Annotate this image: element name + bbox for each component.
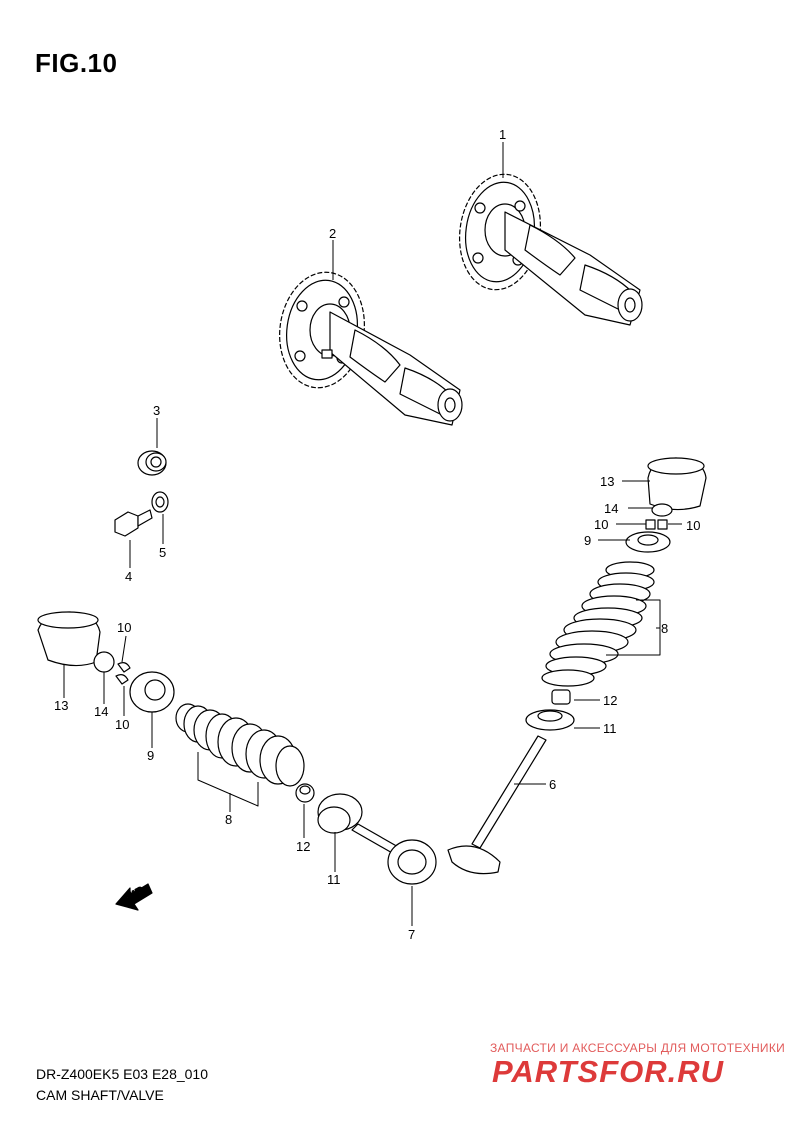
- left-seal-12-drawing: [295, 783, 315, 803]
- callout-13-left: 13: [54, 698, 68, 713]
- intake-valve-7-drawing: [351, 823, 437, 885]
- callout-10-right-right: 10: [686, 518, 700, 533]
- left-cotters-10-drawing: [115, 662, 131, 685]
- callout-14-right: 14: [604, 501, 618, 516]
- callout-9-right: 9: [584, 533, 591, 548]
- leader-lines: [63, 142, 682, 926]
- left-spring-8-drawing: [175, 703, 305, 787]
- callout-8-right: 8: [661, 621, 668, 636]
- callout-11-right: 11: [603, 721, 617, 736]
- callout-2: 2: [329, 226, 336, 241]
- right-seal-12-drawing: [551, 689, 571, 705]
- left-spring-seat-11-drawing: [317, 793, 363, 834]
- left-tappet-13-drawing: [37, 611, 101, 667]
- watermark-logo: PARTSFOR.RU: [492, 1054, 725, 1089]
- camshaft-2-drawing: [279, 271, 463, 426]
- callout-10-right-left: 10: [594, 517, 608, 532]
- right-cotters-10-drawing: [645, 519, 668, 530]
- exhaust-valve-6-drawing: [447, 735, 547, 875]
- figure-title: FIG.10: [35, 48, 118, 78]
- callout-3: 3: [153, 403, 160, 418]
- callout-9-left: 9: [147, 748, 154, 763]
- right-shim-14-drawing: [651, 503, 673, 517]
- callout-5: 5: [159, 545, 166, 560]
- callout-6: 6: [549, 777, 556, 792]
- callout-12-right: 12: [603, 693, 617, 708]
- callout-10-left-bottom: 10: [115, 717, 129, 732]
- right-spring-8-drawing: [541, 561, 655, 687]
- bolt-4-drawing: [114, 509, 153, 537]
- left-retainer-9-drawing: [129, 671, 175, 713]
- bearing-3-drawing: [137, 450, 167, 476]
- right-retainer-9-drawing: [625, 531, 671, 553]
- callout-labels: 1 2 3 4 5 13 14 10 10 9 8 12 11 6 13 14 …: [54, 127, 700, 942]
- model-code: DR-Z400EK5 E03 E28_010: [36, 1066, 208, 1082]
- callout-12-left: 12: [296, 839, 310, 854]
- callout-8-left: 8: [225, 812, 232, 827]
- washer-5-drawing: [151, 491, 169, 513]
- callout-10-left-top: 10: [117, 620, 131, 635]
- callout-7: 7: [408, 927, 415, 942]
- callout-1: 1: [499, 127, 506, 142]
- callout-13-right: 13: [600, 474, 614, 489]
- fwd-arrow-icon: FWD: [115, 883, 153, 911]
- right-spring-seat-11-drawing: [525, 709, 575, 731]
- callout-4: 4: [125, 569, 132, 584]
- camshaft-1-drawing: [458, 173, 643, 326]
- callout-11-left: 11: [327, 872, 341, 887]
- figure-caption: CAM SHAFT/VALVE: [36, 1087, 164, 1103]
- right-tappet-13-drawing: [647, 457, 707, 511]
- left-shim-14-drawing: [93, 651, 115, 673]
- watermark-tagline: ЗАПЧАСТИ И АКСЕССУАРЫ ДЛЯ МОТОТЕХНИКИ: [490, 1041, 786, 1055]
- callout-14-left: 14: [94, 704, 108, 719]
